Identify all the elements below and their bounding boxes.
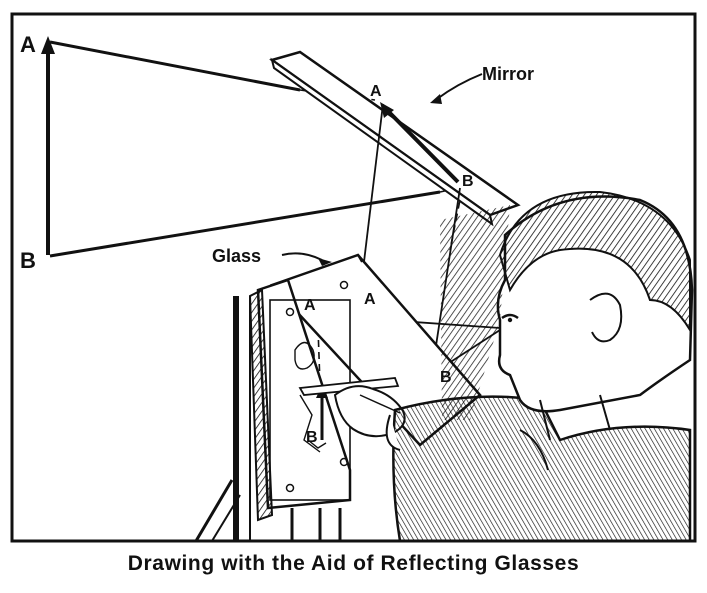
label-mirror-image-top: A (370, 83, 382, 100)
paper-sketch (294, 341, 327, 453)
label-mirror-image-bottom: B (462, 173, 474, 190)
object-arrow (41, 36, 55, 255)
shadow-block (440, 205, 510, 420)
label-mirror: Mirror (482, 64, 534, 84)
label-glass-image-bottom: B (440, 369, 452, 386)
glass-pointer (281, 252, 323, 261)
figure-caption: Drawing with the Aid of Reflecting Glass… (127, 552, 580, 575)
label-drawing-bottom: B (306, 429, 318, 446)
mirror-pointer (436, 73, 483, 100)
person-coat (385, 395, 692, 543)
frame-border (10, 12, 697, 543)
object-rays (49, 40, 441, 258)
person-head (496, 190, 694, 441)
label-object-top: A (20, 32, 36, 57)
label-object-bottom: B (20, 248, 36, 273)
label-glass: Glass (212, 246, 261, 266)
label-drawing-top: A (304, 297, 316, 314)
label-glass-image-top: A (364, 291, 376, 308)
